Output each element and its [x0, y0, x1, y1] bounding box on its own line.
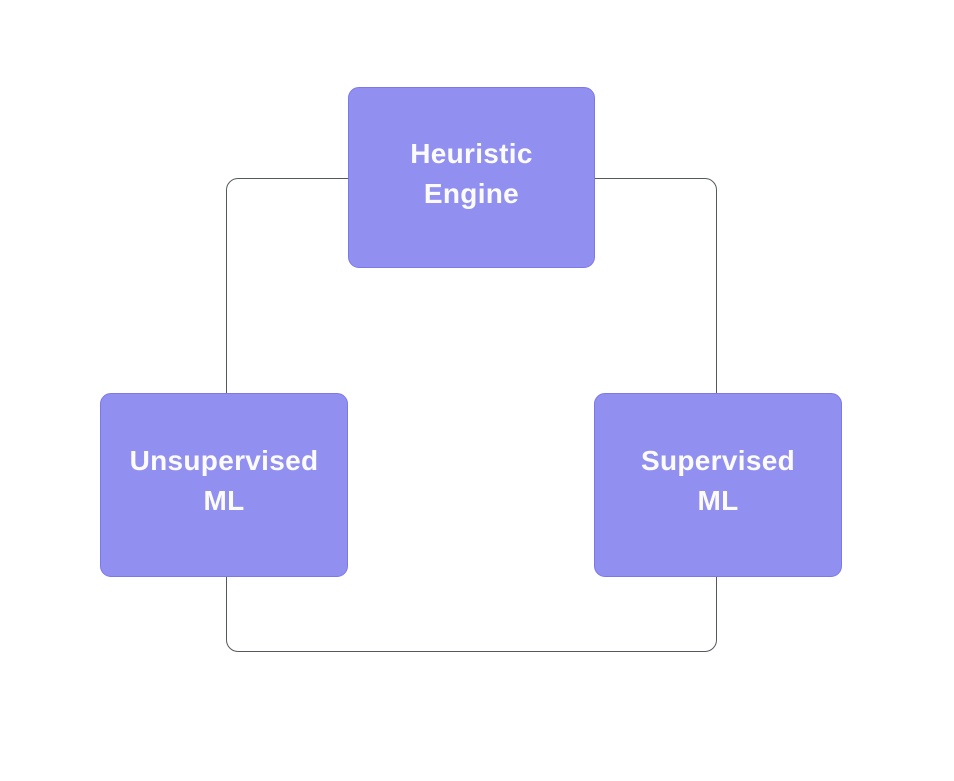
node-heuristic-engine: Heuristic Engine	[348, 87, 595, 268]
node-label-line: ML	[697, 485, 739, 516]
node-supervised-ml: Supervised ML	[594, 393, 842, 577]
node-unsupervised-ml: Unsupervised ML	[100, 393, 348, 577]
node-label: Heuristic Engine	[410, 134, 533, 222]
node-label-line: Unsupervised	[129, 445, 319, 477]
node-label-line: Heuristic	[410, 137, 533, 169]
node-label-line: Supervised	[641, 445, 795, 477]
node-label: Supervised ML	[641, 441, 795, 529]
node-label: Unsupervised ML	[130, 441, 319, 529]
node-label-line: ML	[203, 485, 245, 516]
node-label-line: Engine	[423, 177, 520, 209]
